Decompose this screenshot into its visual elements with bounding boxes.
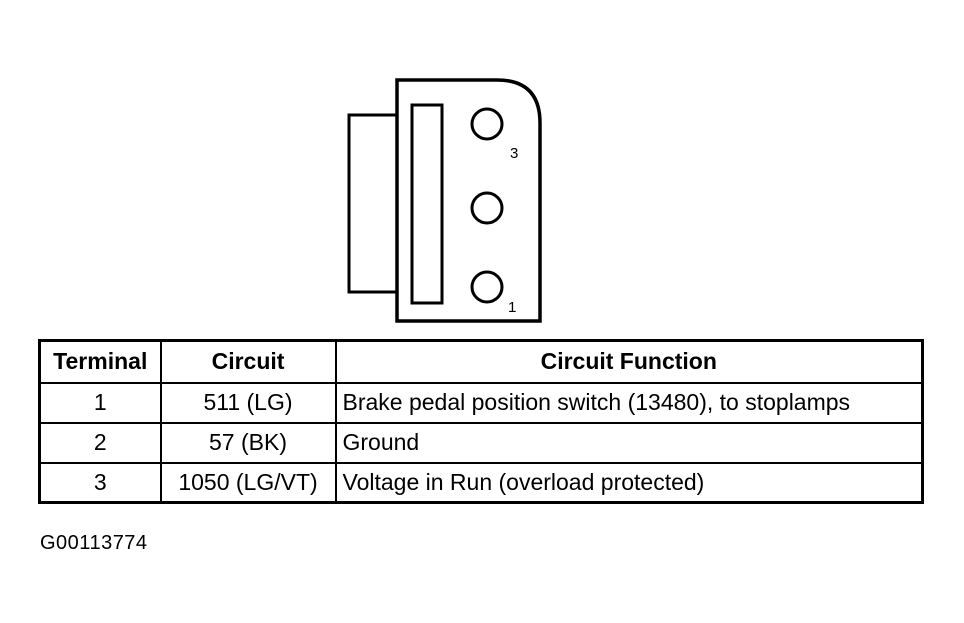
pin-1-socket <box>470 270 504 304</box>
connector-diagram: 3 1 <box>347 78 542 323</box>
table-row: 3 1050 (LG/VT) Voltage in Run (overload … <box>38 461 924 504</box>
connector-key-slot <box>410 103 444 305</box>
table-row: 1 511 (LG) Brake pedal position switch (… <box>38 381 924 424</box>
cell-terminal: 1 <box>38 381 162 424</box>
connector-latch-tab <box>347 113 397 294</box>
header-circuit-function: Circuit Function <box>334 339 924 384</box>
figure-id: G00113774 <box>40 532 148 554</box>
cell-circuit-function: Brake pedal position switch (13480), to … <box>334 381 924 424</box>
cell-terminal: 2 <box>38 421 162 464</box>
connector-body <box>395 78 542 323</box>
cell-circuit: 511 (LG) <box>159 381 337 424</box>
pin-2-socket <box>470 191 504 225</box>
pin-label-3: 3 <box>510 145 518 162</box>
cell-terminal: 3 <box>38 461 162 504</box>
pinout-table: Terminal Circuit Circuit Function 1 511 … <box>38 339 924 504</box>
table-header-row: Terminal Circuit Circuit Function <box>38 339 924 384</box>
cell-circuit-function: Voltage in Run (overload protected) <box>334 461 924 504</box>
cell-circuit: 1050 (LG/VT) <box>159 461 337 504</box>
pin-label-1: 1 <box>508 299 516 316</box>
cell-circuit: 57 (BK) <box>159 421 337 464</box>
cell-circuit-function: Ground <box>334 421 924 464</box>
header-circuit: Circuit <box>159 339 337 384</box>
pin-3-socket <box>470 107 504 141</box>
table-row: 2 57 (BK) Ground <box>38 421 924 464</box>
header-terminal: Terminal <box>38 339 162 384</box>
